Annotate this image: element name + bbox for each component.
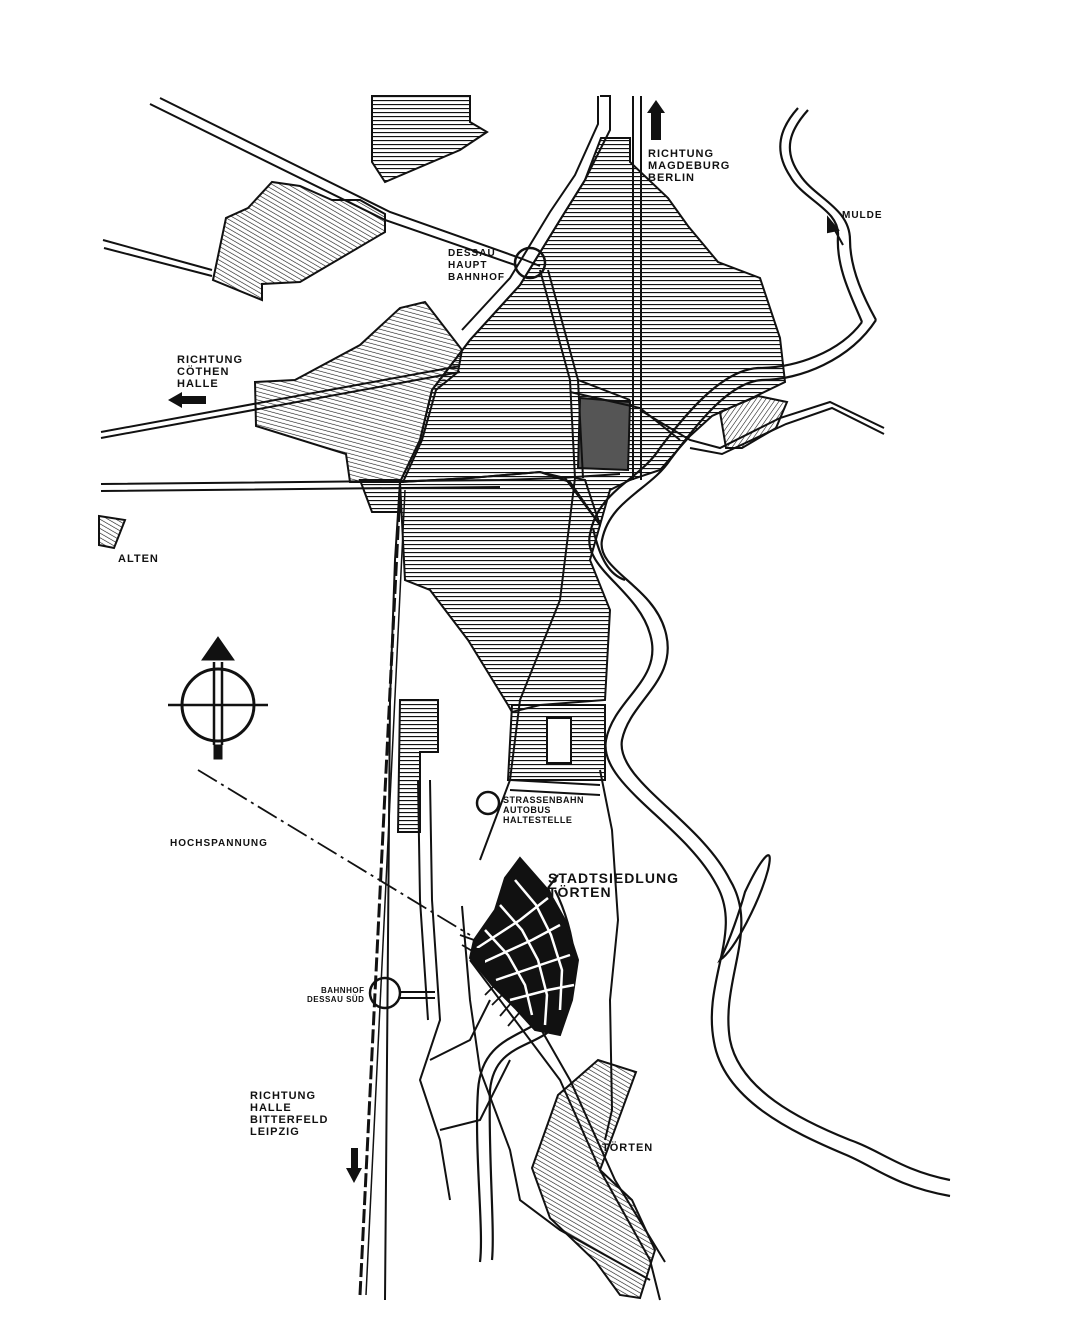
label-mulde: MULDE xyxy=(842,210,883,221)
park-clearing xyxy=(546,717,572,764)
label-hauptbahnhof: DESSAU HAUPT BAHNHOF xyxy=(448,248,505,283)
label-richtung-west: RICHTUNG CÖTHEN HALLE xyxy=(177,354,244,390)
railway-south-rail xyxy=(365,489,406,1296)
siedlung-toerten-area xyxy=(459,856,580,1037)
station-circle-icon xyxy=(513,246,547,280)
compass-north-icon xyxy=(168,636,268,760)
label-siedlung: STADTSIEDLUNG TÖRTEN xyxy=(548,870,679,900)
district-toerten-village xyxy=(530,1058,657,1300)
station-circle-icon xyxy=(475,790,501,816)
high-voltage-line xyxy=(197,769,471,936)
city-center-area xyxy=(358,137,787,833)
arrow-flow-icon xyxy=(827,215,844,246)
label-hochspannung: HOCHSPANNUNG xyxy=(170,838,268,849)
railway-south xyxy=(358,489,402,1296)
district-north xyxy=(371,95,489,184)
label-richtung-north: RICHTUNG MAGDEBURG BERLIN xyxy=(648,148,731,184)
district-alten xyxy=(98,514,127,550)
road-network xyxy=(100,95,885,1301)
label-toerten: TÖRTEN xyxy=(602,1142,654,1154)
label-alten: ALTEN xyxy=(118,553,159,565)
arrow-west-icon xyxy=(168,392,206,408)
label-richtung-south: RICHTUNG HALLE BITTERFELD LEIPZIG xyxy=(250,1090,329,1138)
label-bahnhof-sued: BAHNHOF DESSAU SÜD xyxy=(307,986,365,1004)
district-nw xyxy=(211,180,386,302)
arrow-north-icon xyxy=(647,100,665,140)
arrow-south-icon xyxy=(346,1148,362,1183)
label-haltestelle: STRASSENBAHN AUTOBUS HALTESTELLE xyxy=(503,795,585,825)
station-circle-icon xyxy=(368,976,402,1010)
district-west xyxy=(253,300,464,483)
central-block xyxy=(576,396,632,472)
